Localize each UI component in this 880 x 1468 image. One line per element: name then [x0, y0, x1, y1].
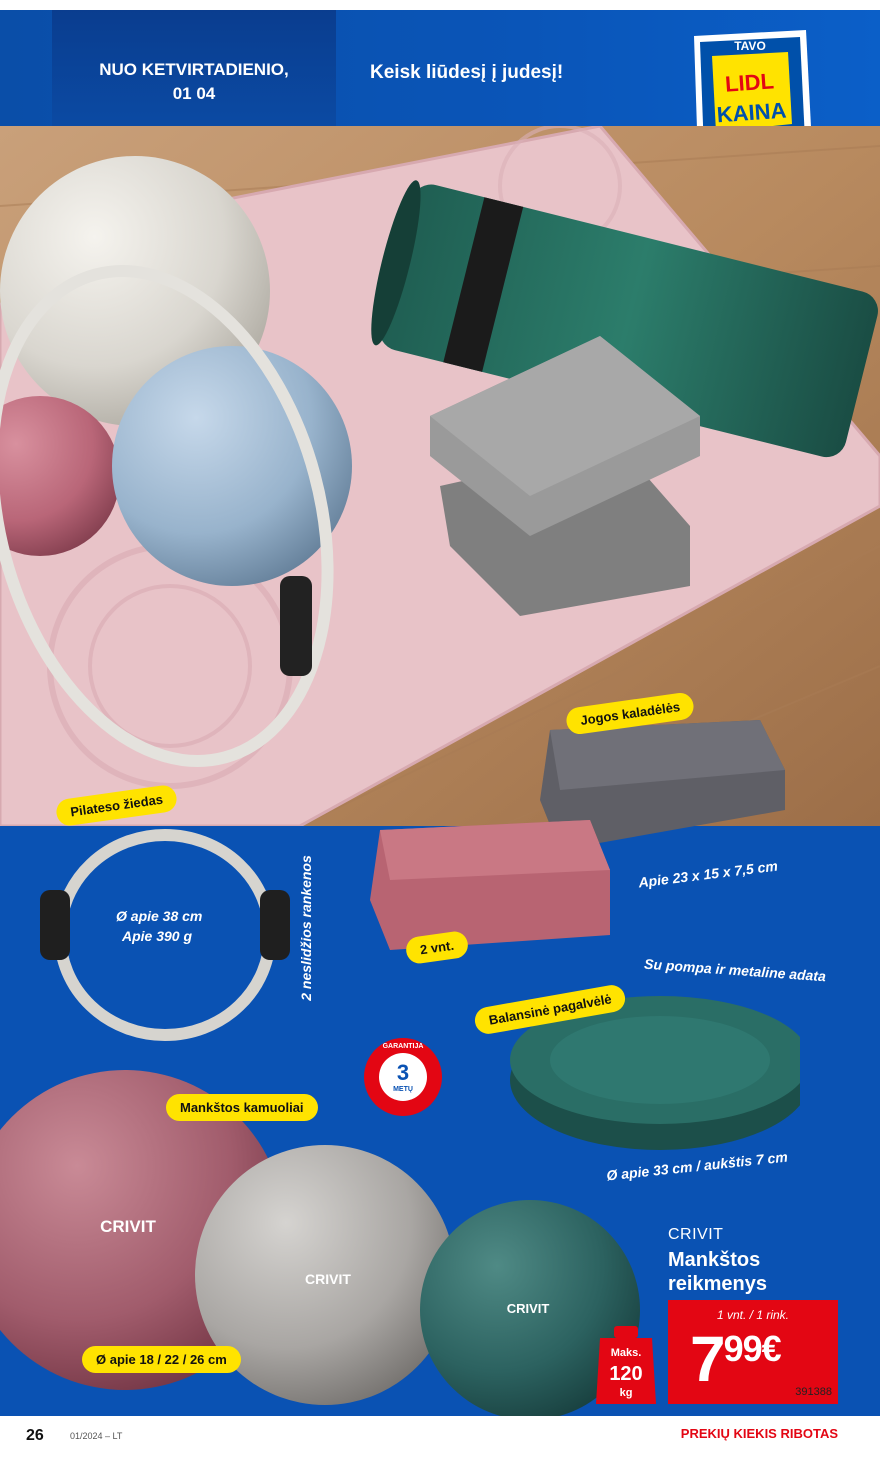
ball-brand-green: CRIVIT: [507, 1301, 550, 1316]
page-number: 26: [26, 1427, 44, 1444]
warranty-seal-icon: 3 METŲ GARANTIJA: [364, 1038, 442, 1116]
max-value: 120: [609, 1363, 642, 1385]
price-main: 7: [690, 1323, 726, 1395]
badge-top: TAVO: [734, 39, 766, 53]
blocks-and-cushion-image: [370, 720, 800, 1150]
product-brand: CRIVIT: [668, 1226, 724, 1243]
spec-ring-handles: 2 neslidžios rankenos: [298, 855, 314, 1001]
badge-brand: LIDL: [724, 68, 775, 96]
product-photo: [0, 126, 880, 826]
date-box: NUO KETVIRTADIENIO, 01 04: [52, 10, 336, 126]
price: 799€: [690, 1322, 782, 1396]
ball-brand-grey: CRIVIT: [305, 1271, 351, 1287]
price-cents: 99€: [723, 1328, 782, 1369]
price-box: 1 vnt. / 1 rink. 799€ 391388: [668, 1300, 838, 1404]
date-line-2: 01 04: [172, 84, 216, 103]
price-per-unit: 1 vnt. / 1 rink.: [716, 1308, 790, 1322]
exercise-balls-image: CRIVIT CRIVIT CRIVIT: [0, 1070, 640, 1420]
max-unit: kg: [620, 1387, 633, 1399]
label-exercise-balls: Mankštos kamuoliai: [166, 1094, 318, 1121]
spec-ring-weight: Apie 390 g: [122, 928, 193, 944]
footer: [0, 1416, 880, 1468]
spec-ring-diameter: Ø apie 38 cm: [116, 908, 203, 924]
product-code: 391388: [795, 1386, 832, 1398]
limited-notice: PREKIŲ KIEKIS RIBOTAS: [680, 1426, 838, 1441]
max-label: Maks.: [611, 1347, 642, 1359]
badge-bottom: KAINA: [716, 98, 787, 128]
ball-brand-pink: CRIVIT: [100, 1217, 156, 1236]
product-title: Mankštos reikmenys: [668, 1249, 767, 1295]
edition: 01/2024 – LT: [70, 1431, 123, 1441]
pilates-ring-image: [40, 829, 290, 1041]
warranty-unit: METŲ: [393, 1086, 413, 1093]
warranty-years: 3: [397, 1060, 409, 1085]
max-weight-icon: Maks. 120 kg: [596, 1326, 656, 1404]
warranty-word: GARANTIJA: [383, 1043, 424, 1050]
label-ball-sizes: Ø apie 18 / 22 / 26 cm: [82, 1346, 241, 1373]
slogan: Keisk liūdesį į judesį!: [370, 62, 564, 83]
date-line-1: NUO KETVIRTADIENIO,: [99, 60, 289, 79]
